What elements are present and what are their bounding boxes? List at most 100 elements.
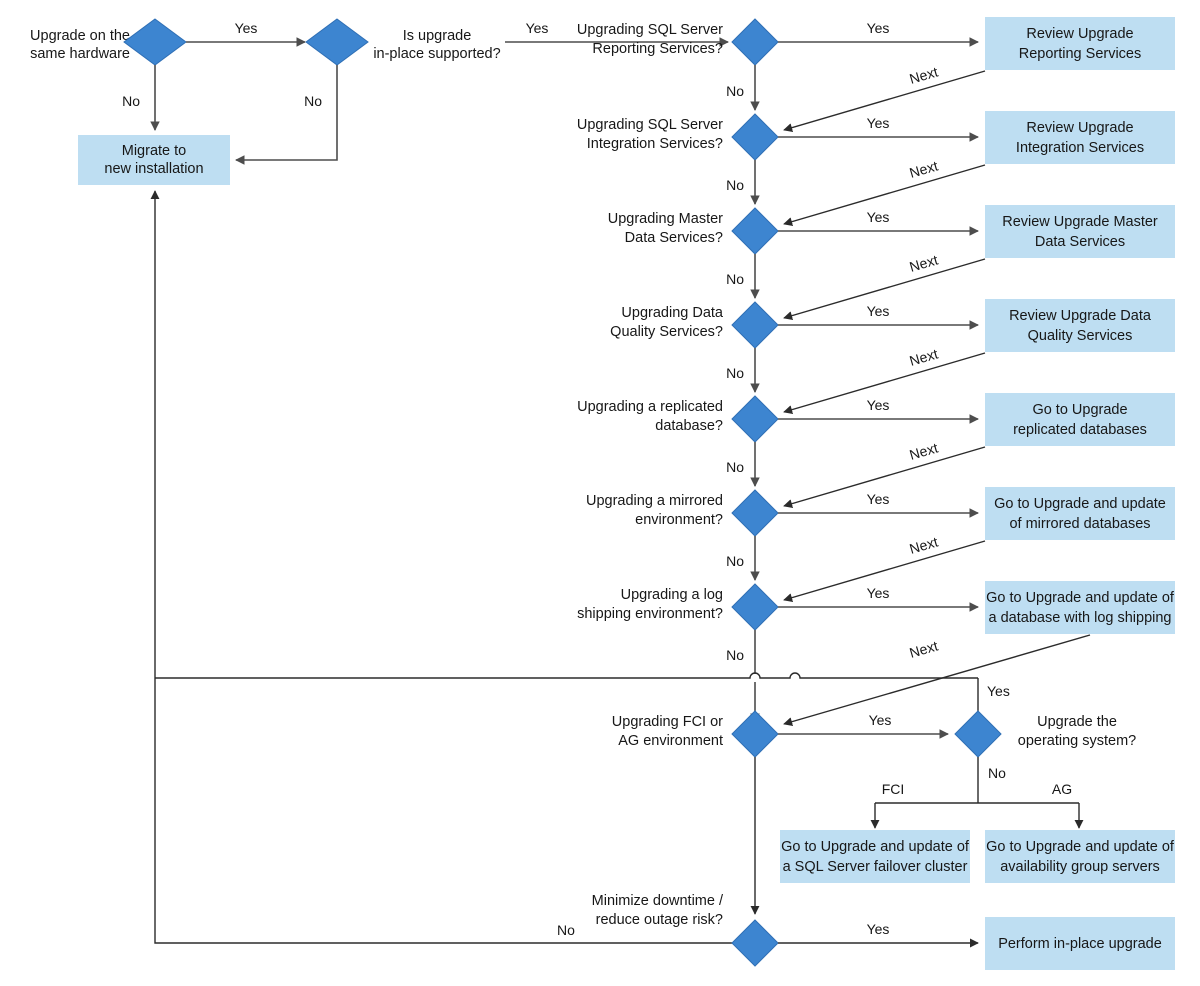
process-review-upgrade-data-quality-services[interactable] bbox=[985, 299, 1175, 352]
label-line2: Data Services? bbox=[625, 230, 723, 246]
edge-label-next: Next bbox=[908, 534, 940, 557]
edge-label-no: No bbox=[726, 647, 744, 663]
label-line2: Quality Services bbox=[1028, 328, 1133, 344]
process-label-migrate: Migrate to new installation bbox=[104, 143, 203, 177]
edge-inplace-no bbox=[235, 65, 338, 165]
edge-replicated-next bbox=[783, 446, 986, 509]
edge-mds-next bbox=[783, 258, 986, 321]
decision-inplace-supported[interactable] bbox=[305, 18, 369, 66]
label-line2: reduce outage risk? bbox=[596, 912, 723, 928]
label-line1: Migrate to bbox=[122, 143, 186, 159]
edge-label-no: No bbox=[122, 93, 140, 109]
label-line2: shipping environment? bbox=[577, 606, 723, 622]
edge-label-yes: Yes bbox=[526, 20, 549, 36]
edge-label-next: Next bbox=[908, 346, 940, 369]
process-perform-in-place-upgrade[interactable] bbox=[985, 917, 1175, 970]
label-line1: Review Upgrade Data bbox=[1009, 308, 1152, 324]
process-label-replicated: Go to Upgrade replicated databases bbox=[1013, 402, 1147, 438]
label-line1: Go to Upgrade and update of bbox=[781, 839, 970, 855]
label-line2: Quality Services? bbox=[610, 324, 723, 340]
edge-label-yes: Yes bbox=[867, 585, 890, 601]
decision-replicated-database[interactable] bbox=[731, 395, 779, 443]
edge-label-no: No bbox=[988, 765, 1006, 781]
node-label-fci-ag: Upgrading FCI or AG environment bbox=[612, 714, 723, 749]
node-label-replicated: Upgrading a replicated database? bbox=[577, 399, 723, 434]
label-line1: Upgrading a replicated bbox=[577, 399, 723, 415]
label-line1: Review Upgrade bbox=[1026, 26, 1133, 42]
label-line1: Review Upgrade bbox=[1026, 120, 1133, 136]
decision-minimize-downtime[interactable] bbox=[731, 919, 779, 967]
decision-ssrs[interactable] bbox=[731, 18, 779, 66]
label-line1: Upgrading SQL Server bbox=[577, 22, 723, 38]
edge-label-yes: Yes bbox=[867, 115, 890, 131]
label-line2: environment? bbox=[635, 512, 723, 528]
process-review-upgrade-integration-services[interactable] bbox=[985, 111, 1175, 164]
decision-ssis[interactable] bbox=[731, 113, 779, 161]
process-label-mds: Review Upgrade Master Data Services bbox=[1002, 214, 1158, 250]
label-line1: Go to Upgrade bbox=[1032, 402, 1127, 418]
node-label-same-hardware: Upgrade on the same hardware bbox=[30, 28, 130, 62]
edge-label-yes: Yes bbox=[867, 209, 890, 225]
decision-fci-or-ag-environment[interactable] bbox=[731, 710, 779, 758]
edge-ssis-next bbox=[783, 164, 986, 227]
process-migrate-new-installation[interactable] bbox=[78, 135, 230, 185]
label-line2: AG environment bbox=[618, 733, 723, 749]
edge-label-no: No bbox=[726, 553, 744, 569]
edge-label-yes: Yes bbox=[867, 303, 890, 319]
label-line1: Is upgrade bbox=[403, 28, 472, 44]
label-line2: Reporting Services bbox=[1019, 46, 1142, 62]
label-line2: Integration Services? bbox=[587, 136, 723, 152]
process-review-upgrade-master-data-services[interactable] bbox=[985, 205, 1175, 258]
label-line2: operating system? bbox=[1018, 733, 1136, 749]
process-go-to-upgrade-log-shipping[interactable] bbox=[985, 581, 1175, 634]
edge-label-yes: Yes bbox=[867, 397, 890, 413]
label-line2: Integration Services bbox=[1016, 140, 1144, 156]
edge-label-next: Next bbox=[908, 158, 940, 181]
edge-label-no: No bbox=[726, 271, 744, 287]
decision-mds[interactable] bbox=[731, 207, 779, 255]
edge-label-no: No bbox=[726, 459, 744, 475]
decision-dqs[interactable] bbox=[731, 301, 779, 349]
edge-label-no: No bbox=[304, 93, 322, 109]
edge-label-fci: FCI bbox=[882, 781, 905, 797]
process-label-mirrored: Go to Upgrade and update of mirrored dat… bbox=[994, 496, 1166, 532]
edge-label-next: Next bbox=[908, 64, 940, 87]
process-go-to-upgrade-sql-server-failover-cluster[interactable] bbox=[780, 830, 970, 883]
decision-upgrade-operating-system[interactable] bbox=[954, 710, 1002, 758]
edge-label-no: No bbox=[726, 177, 744, 193]
process-label-dqs: Review Upgrade Data Quality Services bbox=[1009, 308, 1152, 344]
process-label-ssis: Review Upgrade Integration Services bbox=[1016, 120, 1144, 156]
label-line2: database? bbox=[655, 418, 723, 434]
edge-label-yes: Yes bbox=[235, 20, 258, 36]
edge-label-ag: AG bbox=[1052, 781, 1072, 797]
edge-label-next: Next bbox=[908, 638, 940, 661]
edge-label-no: No bbox=[726, 365, 744, 381]
edge-label-no: No bbox=[726, 83, 744, 99]
label-line1: Upgrading SQL Server bbox=[577, 117, 723, 133]
process-label-fci: Go to Upgrade and update of a SQL Server… bbox=[781, 839, 970, 875]
process-go-to-upgrade-mirrored-databases[interactable] bbox=[985, 487, 1175, 540]
process-go-to-upgrade-replicated-databases[interactable] bbox=[985, 393, 1175, 446]
label-line2: replicated databases bbox=[1013, 422, 1147, 438]
process-review-upgrade-reporting-services[interactable] bbox=[985, 17, 1175, 70]
edge-dqs-next bbox=[783, 352, 986, 415]
node-label-inplace-supported: Is upgrade in-place supported? bbox=[373, 28, 500, 62]
node-label-minimize-downtime: Minimize downtime / reduce outage risk? bbox=[592, 893, 724, 928]
label-line1: Upgrading a mirrored bbox=[586, 493, 723, 509]
process-go-to-upgrade-availability-group-servers[interactable] bbox=[985, 830, 1175, 883]
decision-log-shipping-environment[interactable] bbox=[731, 583, 779, 631]
decision-same-hardware[interactable] bbox=[123, 18, 187, 66]
label-line2: availability group servers bbox=[1000, 859, 1160, 875]
node-label-logshipping: Upgrading a log shipping environment? bbox=[577, 587, 723, 622]
label-line1: Upgrading a log bbox=[621, 587, 723, 603]
edge-label-next: Next bbox=[908, 252, 940, 275]
edge-downtime-no-return bbox=[150, 190, 754, 944]
label-line1: Upgrading Master bbox=[608, 211, 723, 227]
node-label-mds: Upgrading Master Data Services? bbox=[608, 211, 723, 246]
label-line1: Go to Upgrade and update of bbox=[986, 839, 1175, 855]
decision-mirrored-environment[interactable] bbox=[731, 489, 779, 537]
label-line2: of mirrored databases bbox=[1009, 516, 1150, 532]
label-line2: new installation bbox=[104, 161, 203, 177]
